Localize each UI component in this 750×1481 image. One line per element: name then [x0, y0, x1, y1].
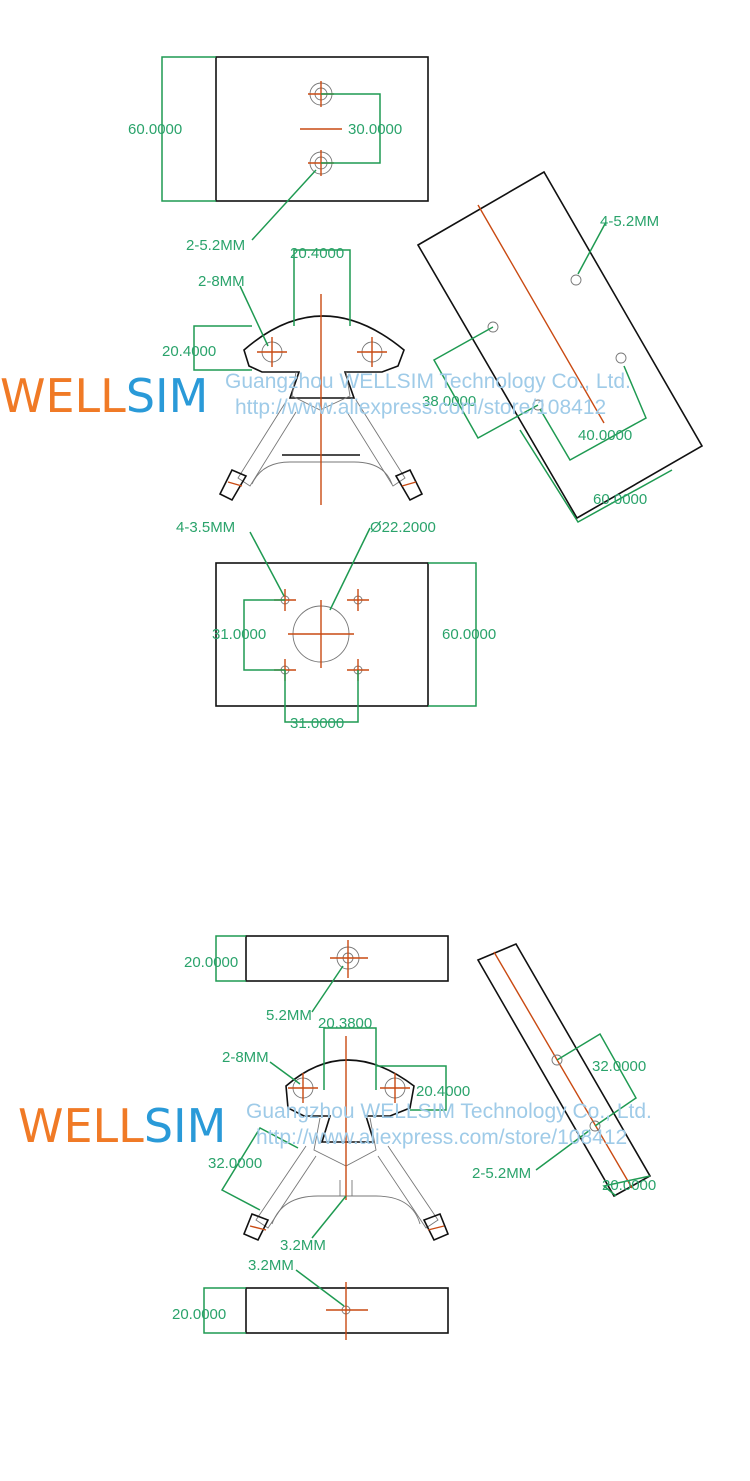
- d2-top-hole-label: 5.2MM: [266, 1007, 312, 1024]
- d2-angled-holes-label: 2-5.2MM: [472, 1165, 531, 1182]
- watermark-url-2: http://www.aliexpress.com/store/108412: [256, 1126, 627, 1149]
- d2-bracket-slot-label: 3.2MM: [280, 1237, 326, 1254]
- d2-angled-bar: 32.0000 2-5.2MM 20.0000: [472, 942, 656, 1198]
- d2-bracket-hole-leader: [269, 1061, 301, 1085]
- d1-bottom-v-label: 31.0000: [212, 626, 266, 643]
- d1-bottom-height-dimline: [428, 562, 477, 707]
- d1-bottom-hole-leader: [249, 531, 285, 597]
- d1-bracket-width-dimline: [293, 249, 351, 326]
- d1-bottom-h-label: 31.0000: [290, 715, 344, 732]
- d2-bracket: 20.3800 20.4000 2-8MM 32.0000 3.2MM: [208, 1015, 470, 1254]
- d2-bracket-slot-leader: [311, 1195, 347, 1239]
- brand-well: WELL: [18, 1099, 144, 1153]
- d1-top-spacing-dimline: [321, 93, 381, 164]
- d2-angled-dim-b: [602, 1175, 651, 1197]
- brand-logo-1: WELLSIM: [0, 369, 208, 423]
- d2-bottom-bar: 3.2MM 20.0000: [172, 1257, 449, 1340]
- d1-top-height-dimline: [161, 56, 216, 202]
- d1-angled-dim-b: [539, 365, 647, 462]
- d2-top-height-dimline: [215, 935, 246, 982]
- d1-angled-centerline: [477, 204, 605, 424]
- watermark-2: WELLSIM Guangzhou WELLSIM Technology Co.…: [18, 1099, 652, 1153]
- d2-bracket-side-dimline: [220, 1127, 299, 1211]
- brand-logo-2: WELLSIM: [18, 1099, 226, 1153]
- watermark-company-2: Guangzhou WELLSIM Technology Co., Ltd.: [246, 1100, 652, 1123]
- d2-bottom-hole-leader: [295, 1269, 345, 1307]
- d1-bottom-hdim: [284, 670, 359, 723]
- d1-angled-dim-a: [432, 326, 539, 440]
- d1-bracket-height-label: 20.4000: [162, 343, 216, 360]
- d2-bracket-height-dimline: [376, 1065, 447, 1111]
- d1-angled-a-label: 38.0000: [422, 393, 476, 410]
- d2-bottom-hole-label: 3.2MM: [248, 1257, 294, 1274]
- d1-bracket-width-label: 20.4000: [290, 245, 344, 262]
- watermark-company-1: Guangzhou WELLSIM Technology Co., Ltd.: [225, 370, 631, 393]
- d1-bracket-head: [243, 315, 405, 399]
- d1-bottom-bore-label: Ø22.2000: [370, 519, 436, 536]
- d2-bracket-holes-label: 2-8MM: [222, 1049, 269, 1066]
- d2-bracket-width-dimline: [323, 1027, 377, 1090]
- d2-angled-b-label: 20.0000: [602, 1177, 656, 1194]
- d1-top-plate-outline: [215, 56, 429, 202]
- d1-angled-holes-label: 4-5.2MM: [600, 213, 659, 230]
- d2-top-height-label: 20.0000: [184, 954, 238, 971]
- d1-angled-hole-leader: [577, 221, 607, 275]
- d1-bracket: 20.4000 20.4000 2-8MM: [162, 245, 424, 505]
- watermark-url-1: http://www.aliexpress.com/store/108412: [235, 396, 606, 419]
- d1-bottom-plate: 4-3.5MM Ø22.2000 31.0000 31.0000 60.0000: [176, 519, 496, 732]
- d2-top-bar-outline: [245, 935, 449, 982]
- d1-bracket-holes-label: 2-8MM: [198, 273, 245, 290]
- d1-bottom-bore-leader: [329, 527, 371, 611]
- d2-top-hole-leader: [311, 965, 344, 1013]
- d2-bracket-width-label: 20.3800: [318, 1015, 372, 1032]
- d1-angled-c-label: 60.0000: [593, 491, 647, 508]
- d2-top-bar: 20.0000 5.2MM: [184, 935, 449, 1024]
- d1-angled-plate: 4-5.2MM 38.0000 40.0000 60.0000: [416, 170, 704, 523]
- d1-angled-b-label: 40.0000: [578, 427, 632, 444]
- brand-sim: SIM: [144, 1099, 226, 1153]
- drawing-2: 20.0000 5.2MM 20.3800 20.4000: [172, 935, 656, 1340]
- d2-bottom-height-label: 20.0000: [172, 1306, 226, 1323]
- drawing-1: 60.0000 30.0000 2-5.2MM 20.4000 20.4000: [128, 56, 704, 732]
- d2-angled-a-label: 32.0000: [592, 1058, 646, 1075]
- d1-bottom-plate-outline: [215, 562, 429, 707]
- brand-well: WELL: [0, 369, 126, 423]
- d2-bracket-head: [285, 1059, 415, 1143]
- d2-bracket-side-label: 32.0000: [208, 1155, 262, 1172]
- d2-bottom-height-dimline: [203, 1287, 246, 1334]
- d1-top-height-label: 60.0000: [128, 121, 182, 138]
- d1-angled-plate-outline: [416, 170, 704, 520]
- brand-sim: SIM: [126, 369, 208, 423]
- d1-bracket-height-dimline: [193, 325, 252, 371]
- d1-top-spacing-label: 30.0000: [348, 121, 402, 138]
- d2-angled-centerline: [493, 951, 633, 1189]
- d2-bracket-height-label: 20.4000: [416, 1083, 470, 1100]
- d1-top-holes-label: 2-5.2MM: [186, 237, 245, 254]
- d1-angled-dim-c: [519, 429, 673, 523]
- d1-bottom-vdim: [243, 599, 285, 671]
- watermark-1: WELLSIM Guangzhou WELLSIM Technology Co.…: [0, 369, 631, 423]
- d1-bottom-holes-label: 4-3.5MM: [176, 519, 235, 536]
- d2-bottom-bar-outline: [245, 1287, 449, 1334]
- d1-bracket-hole-leader: [239, 285, 269, 347]
- d1-top-plate: 60.0000 30.0000 2-5.2MM: [128, 56, 429, 254]
- d2-angled-hole-leader: [535, 1129, 591, 1171]
- d1-top-hole-leader: [251, 169, 317, 241]
- d1-bottom-height-label: 60.0000: [442, 626, 496, 643]
- d2-angled-dim-a: [556, 1032, 637, 1127]
